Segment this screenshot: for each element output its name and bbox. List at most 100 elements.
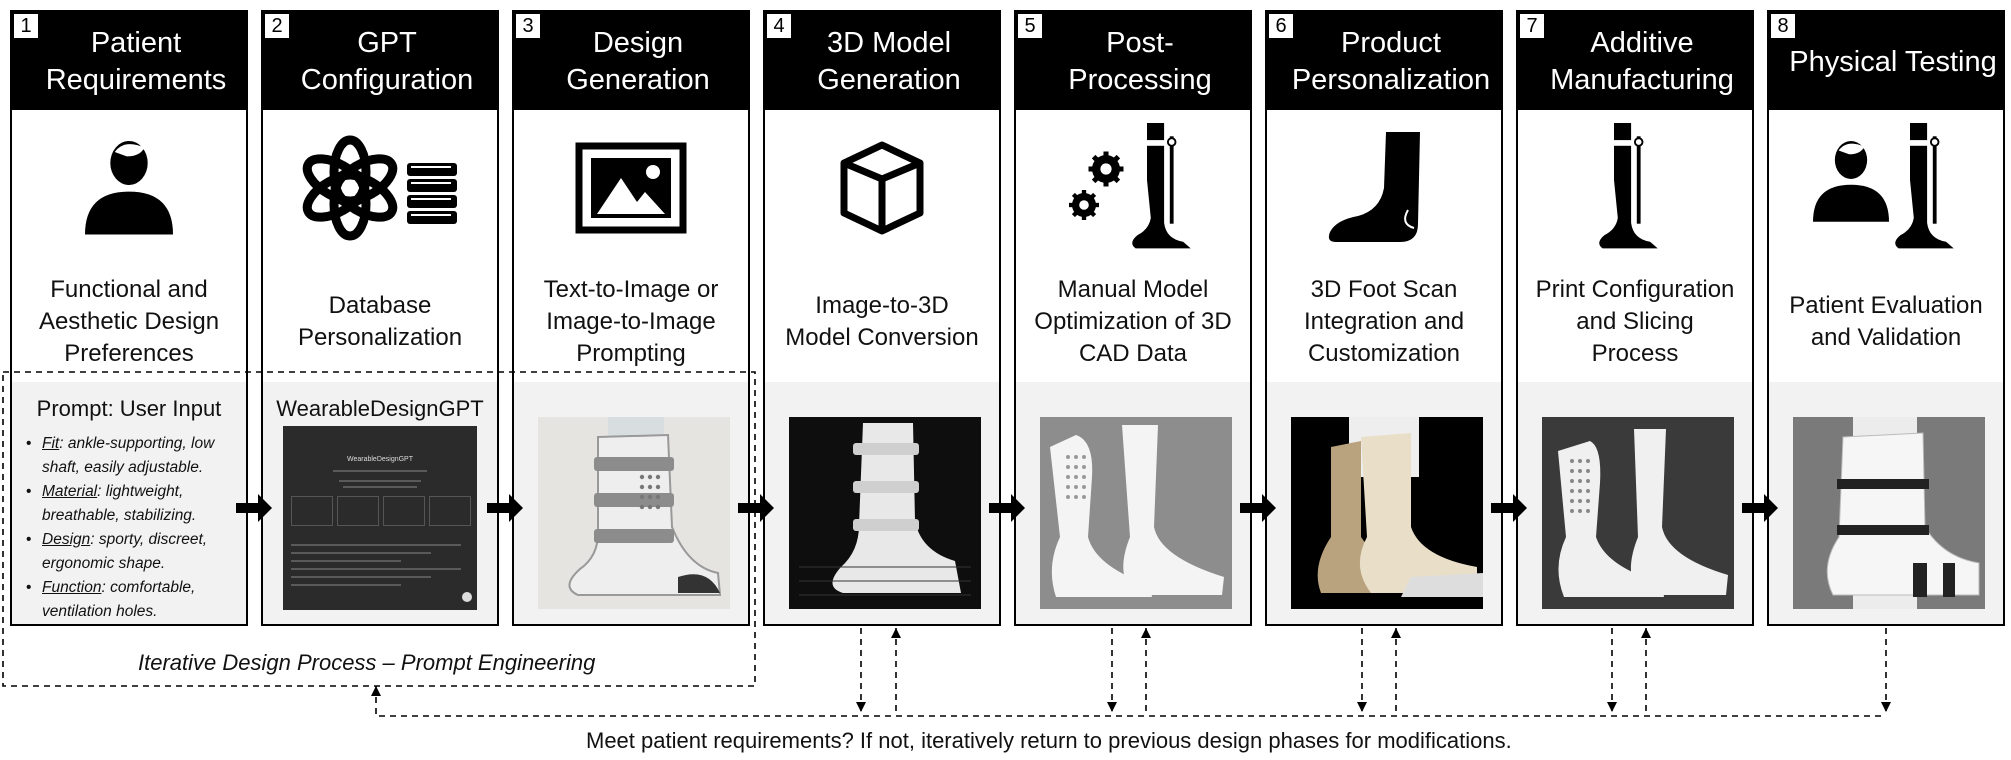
step-visual: Prompt: User InputFit: ankle-supporting,… (12, 382, 246, 624)
prompt-item-term: Function (42, 579, 102, 596)
step-visual: WearableDesignGPT WearableDesignGPT (263, 382, 497, 624)
person-icon (12, 120, 246, 255)
step-visual (1518, 382, 1752, 624)
gpt-screenshot: WearableDesignGPT (283, 426, 477, 610)
step-visual (514, 382, 748, 624)
step-header: 5 Post- Processing (1016, 12, 1250, 110)
orthosis-leg-icon (1599, 122, 1658, 248)
screen-suggestion-card (383, 496, 425, 526)
prompt-item-term: Design (42, 531, 91, 548)
step-title: Patient Requirements (45, 27, 227, 96)
step-number: 1 (14, 14, 38, 38)
foot-scan-integration (1291, 417, 1483, 609)
screen-text-line (333, 470, 427, 472)
foot-scan-integration-image (1291, 417, 1483, 609)
step-number: 2 (265, 14, 289, 38)
loop-caption-patient-requirements: Meet patient requirements? If not, itera… (586, 728, 1512, 753)
step-visual (1769, 382, 2003, 624)
orthosis-3d-model-image (789, 417, 981, 609)
step-header: 1 Patient Requirements (12, 12, 246, 110)
gpt-name: WearableDesignGPT (276, 396, 484, 421)
step-header: 4 3D Model Generation (765, 12, 999, 110)
step-title: GPT Configuration (300, 27, 474, 96)
screen-suggestion-card (429, 496, 471, 526)
screen-text-line (339, 480, 421, 482)
step-number: 6 (1269, 14, 1293, 38)
gears-orthosis-icon (1016, 120, 1250, 255)
screen-text-line (291, 576, 431, 578)
step-number: 8 (1771, 14, 1795, 38)
step-title: 3D Model Generation (817, 27, 961, 96)
step-visual (765, 382, 999, 624)
step-panel-5: 5 Post- Processing Manual Model Optimiza… (1014, 10, 1252, 626)
step-title: Product Personalization (1291, 27, 1491, 96)
cube-icon (765, 120, 999, 255)
step-title: Design Generation (566, 27, 710, 96)
prompt-item: Fit: ankle-supporting, low shaft, easily… (24, 432, 242, 480)
prompt-item: Function: comfortable, ventilation holes… (24, 576, 242, 624)
step-panel-6: 6 Product Personalization 3D Foot Scan I… (1265, 10, 1503, 626)
screen-suggestion-card (337, 496, 379, 526)
step-description: 3D Foot Scan Integration and Customizati… (1303, 276, 1465, 367)
screen-suggestion-card (291, 496, 333, 526)
person-orthosis-icon (1769, 120, 2003, 255)
step-description: Text-to-Image or Image-to-Image Promptin… (543, 276, 719, 367)
person-orthosis-icon (1813, 122, 1954, 248)
foot-icon (1267, 120, 1501, 255)
step-panel-2: 2 GPT Configuration Database Personaliza… (261, 10, 499, 626)
step-title: Additive Manufacturing (1550, 27, 1734, 96)
cube-icon (840, 141, 924, 234)
step-header: 7 Additive Manufacturing (1518, 12, 1752, 110)
prompt-title: Prompt: User Input (36, 396, 222, 421)
step-number: 3 (516, 14, 540, 38)
step-title: Physical Testing (1789, 45, 1997, 78)
screen-text-line (343, 486, 417, 488)
foot-icon (1328, 131, 1420, 242)
step-title: Post- Processing (1068, 27, 1212, 96)
screen-text-line (291, 568, 461, 570)
step-description: Print Configuration and Slicing Process (1535, 276, 1735, 367)
printed-orthosis-parts (1542, 417, 1734, 609)
screen-text-line (291, 552, 431, 554)
prompt-item: Design: sporty, discreet, ergonomic shap… (24, 528, 242, 576)
orthosis-design-render (538, 417, 730, 609)
person-icon (85, 140, 173, 234)
orthosis-leg-icon (1518, 120, 1752, 255)
prompt-item-term: Material (42, 483, 98, 500)
send-button-icon (462, 592, 472, 602)
step-header: 6 Product Personalization (1267, 12, 1501, 110)
step-number: 7 (1520, 14, 1544, 38)
orthosis-3d-model (789, 417, 981, 609)
image-icon (575, 142, 687, 233)
step-panel-4: 4 3D Model Generation Image-to-3D Model … (763, 10, 1001, 626)
step-description: Functional and Aesthetic Design Preferen… (38, 276, 220, 367)
step-description: Image-to-3D Model Conversion (785, 292, 979, 351)
orthosis-design-render-image (538, 417, 730, 609)
prompt-item: Material: lightweight, breathable, stabi… (24, 480, 242, 528)
step-panel-8: 8 Physical Testing Patient Evaluation an… (1767, 10, 2005, 626)
step-header: 2 GPT Configuration (263, 12, 497, 110)
prompt-item-text: : ankle-supporting, low shaft, easily ad… (42, 435, 215, 476)
prompt-list: Fit: ankle-supporting, low shaft, easily… (24, 432, 242, 624)
orthosis-physical-test-image (1793, 417, 1985, 609)
step-description: Patient Evaluation and Validation (1789, 292, 1983, 351)
screen-text-line (291, 544, 461, 546)
openai-logo-books-icon (263, 120, 497, 255)
gpt-screen-title: WearableDesignGPT (346, 456, 413, 463)
orthosis-cad-parts-image (1040, 417, 1232, 609)
step-visual (1016, 382, 1250, 624)
step-visual (1267, 382, 1501, 624)
step-panel-7: 7 Additive Manufacturing Print Configura… (1516, 10, 1754, 626)
gears-orthosis-icon (1069, 122, 1191, 248)
step-description: Manual Model Optimization of 3D CAD Data (1034, 276, 1232, 367)
step-panel-3: 3 Design Generation Text-to-Image or Ima… (512, 10, 750, 626)
openai-logo-books-icon (302, 135, 457, 240)
orthosis-physical-test (1793, 417, 1985, 609)
step-number: 5 (1018, 14, 1042, 38)
image-icon (514, 120, 748, 255)
step-number: 4 (767, 14, 791, 38)
printed-orthosis-parts-image (1542, 417, 1734, 609)
screen-text-line (291, 584, 401, 586)
step-panel-1: 1 Patient Requirements Functional and Ae… (10, 10, 248, 626)
